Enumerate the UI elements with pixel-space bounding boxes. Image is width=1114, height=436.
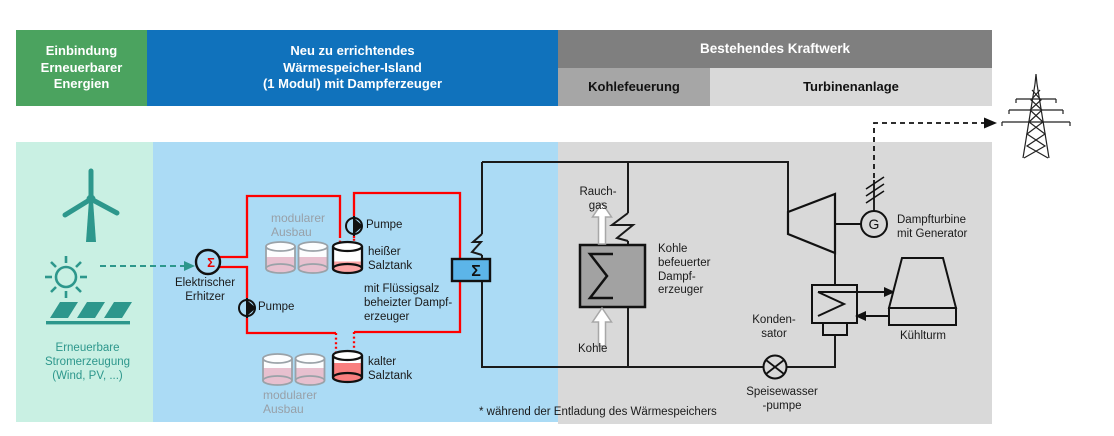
sun-icon (45, 256, 87, 298)
pump-hot-symbol (345, 216, 363, 236)
pump-hot-label: Pumpe (366, 219, 403, 231)
header-coal-firing: Kohlefeuerung (558, 68, 710, 106)
electric-heater-label: Elektrischer Erhitzer (174, 277, 236, 303)
line-break-symbol-boiler (609, 212, 636, 242)
generator-letter: G (869, 216, 880, 232)
feedwater-pump-label: Speisewasser -pumpe (746, 386, 818, 412)
steam-water-pipes (470, 161, 836, 368)
flue-gas-label: Rauch- gas (579, 186, 617, 212)
modular-expansion-bottom-label: modularer Ausbau (263, 388, 318, 417)
region-renewables (16, 142, 153, 422)
header-renewables: Einbindung Erneuerbarer Energien (16, 30, 147, 106)
cooling-tower-symbol (887, 257, 958, 326)
modular-expansion-top-label: modularer Ausbau (271, 211, 326, 240)
cold-salt-tank-symbol (331, 349, 364, 384)
wind-turbine-icon (62, 168, 120, 242)
header-storage-island: Neu zu errichtendes Wärmespeicher-Island… (147, 30, 558, 106)
renewable-generation-label: Erneuerbare Stromerzeugung (Wind, PV, ..… (44, 342, 131, 382)
condenser-symbol (811, 284, 895, 336)
heater-sigma: Σ (207, 255, 215, 270)
from-cooling-tower-arrowhead (855, 311, 866, 321)
salt-steam-generator-symbol: Σ (450, 257, 492, 283)
grid-connection (865, 117, 997, 211)
transmission-tower-icon (1001, 73, 1071, 159)
cold-salt-tank-label: kalter Salztank (368, 356, 413, 382)
flue-gas-arrow (591, 201, 613, 245)
turbine-symbol (786, 192, 861, 255)
coal-boiler-symbol (578, 243, 647, 309)
hot-salt-tank-label: heißer Salztank (368, 246, 413, 272)
electric-heater-symbol: Σ (194, 248, 222, 276)
salt-generator-sigma: Σ (471, 263, 481, 280)
ghost-tanks-bottom (262, 353, 326, 386)
coal-steam-generator-label: Kohle befeuerter Dampf- erzeuger (658, 243, 711, 297)
header-turbine-plant: Turbinenanlage (710, 68, 992, 106)
cooling-tower-label: Kühlturm (899, 330, 947, 342)
power-export-arrowhead (984, 117, 997, 129)
coal-label: Kohle (578, 343, 608, 355)
condenser-label: Konden- sator (752, 314, 796, 340)
salt-pipes (216, 191, 462, 359)
line-break-symbol-left (470, 233, 484, 256)
pump-lower-label: Pumpe (258, 301, 295, 313)
generator-symbol: G (860, 210, 888, 238)
ghost-tanks-top (265, 241, 329, 274)
hot-salt-tank-symbol (331, 240, 364, 275)
salt-steam-generator-label: mit Flüssigsalz beheizter Dampf- erzeuge… (364, 283, 453, 323)
power-to-heater-arrow (100, 261, 195, 271)
power-export-dashed-line (873, 122, 984, 178)
feedwater-pump-symbol (762, 354, 788, 380)
to-cooling-tower-arrowhead (884, 287, 895, 297)
steam-turbine-generator-label: Dampfturbine mit Generator (897, 214, 968, 240)
coal-arrow (591, 306, 613, 347)
footnote: * während der Entladung des Wärmespeiche… (479, 406, 717, 418)
pump-lower-symbol (238, 298, 256, 318)
solar-panels-icon (46, 302, 132, 325)
header-existing-plant: Bestehendes Kraftwerk (558, 30, 992, 68)
